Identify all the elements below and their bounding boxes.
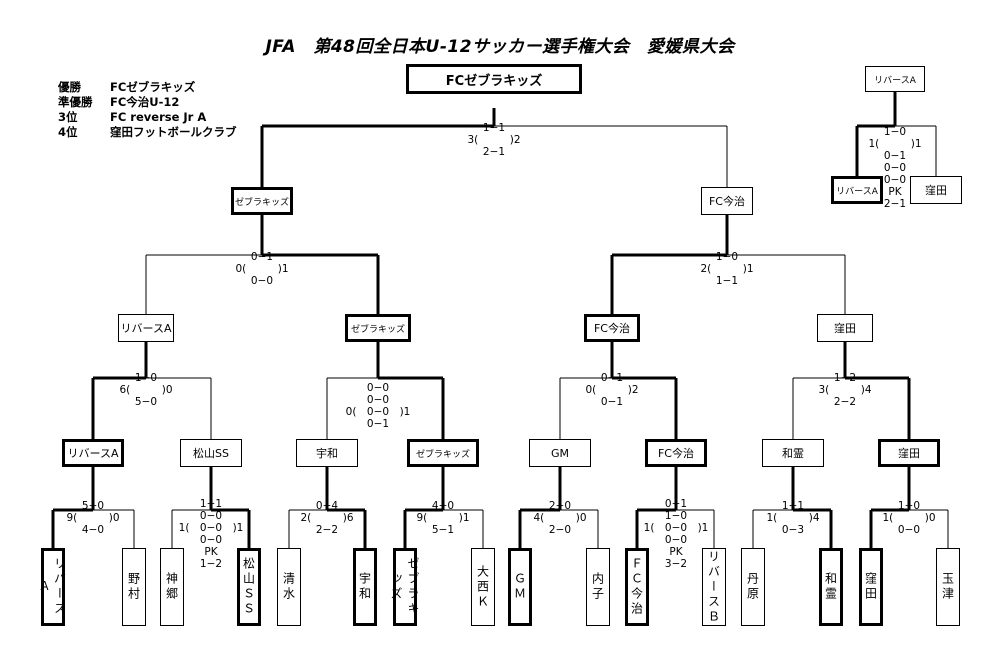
team-box-r1: ＦＣ今治 xyxy=(625,548,649,626)
team-box-qf: ゼブラキッズ xyxy=(345,314,411,342)
team-box-r1: 野村 xyxy=(122,548,146,626)
standing-row: 優勝 FCゼブラキッズ xyxy=(58,80,237,95)
team-box-r2: 宇和 xyxy=(296,439,358,467)
team-box-r1: ゼブラキッズ xyxy=(389,548,420,626)
team-box-r2: FC今治 xyxy=(645,439,707,467)
team-box-r1: 大西Ｋ xyxy=(471,548,495,626)
team-box-r2: リバースA xyxy=(62,439,124,467)
team-box-qf: 窪田 xyxy=(817,314,873,342)
team-box-r1: 窪田 xyxy=(859,548,883,626)
team-box-qf: FC今治 xyxy=(584,314,640,342)
team-box-r1: 松山ＳＳ xyxy=(237,548,261,626)
team-box-r1: 清水 xyxy=(277,548,301,626)
standing-team: FCゼブラキッズ xyxy=(110,80,196,94)
team-box-r2: 松山SS xyxy=(180,439,242,467)
team-box-r1: 内子 xyxy=(586,548,610,626)
third-place-winner-box: リバースA xyxy=(865,66,925,92)
standing-row: 3位 FC reverse Jr A xyxy=(58,110,237,125)
team-box-r1: 宇和 xyxy=(353,548,377,626)
team-box-r2: ゼブラキッズ xyxy=(407,439,479,467)
team-box-r2: 窪田 xyxy=(878,439,940,467)
team-box-r2: 和霊 xyxy=(762,439,824,467)
team-box-r1: 丹原 xyxy=(741,548,765,626)
page-title: JFA 第48回全日本U-12サッカー選手権大会 愛媛県大会 xyxy=(265,37,735,57)
team-box-sf: ゼブラキッズ xyxy=(231,187,293,215)
standing-row: 準優勝 FC今治U-12 xyxy=(58,95,237,110)
team-box-r1: リバースA xyxy=(38,548,67,626)
standing-team: FC reverse Jr A xyxy=(110,110,207,124)
standing-team: FC今治U-12 xyxy=(110,95,180,109)
standing-rank: 準優勝 xyxy=(58,95,93,109)
team-box-r2: GM xyxy=(529,439,591,467)
third-place-team-box: 窪田 xyxy=(910,176,962,204)
champion-box: FCゼブラキッズ xyxy=(406,64,582,94)
team-box-r1: リバースＢ xyxy=(702,548,726,626)
standing-rank: 3位 xyxy=(58,110,78,124)
standing-rank: 優勝 xyxy=(58,80,81,94)
team-box-r1: 神郷 xyxy=(160,548,184,626)
standing-team: 窪田フットボールクラブ xyxy=(110,125,237,139)
team-box-qf: リバースA xyxy=(118,314,174,342)
third-place-team-box: リバースA xyxy=(831,176,883,204)
team-box-sf: FC今治 xyxy=(701,187,753,215)
team-box-r1: ＧＭ xyxy=(508,548,532,626)
team-box-r1: 玉津 xyxy=(936,548,960,626)
standing-row: 4位 窪田フットボールクラブ xyxy=(58,125,237,140)
standing-rank: 4位 xyxy=(58,125,78,139)
team-box-r1: 和霊 xyxy=(819,548,843,626)
